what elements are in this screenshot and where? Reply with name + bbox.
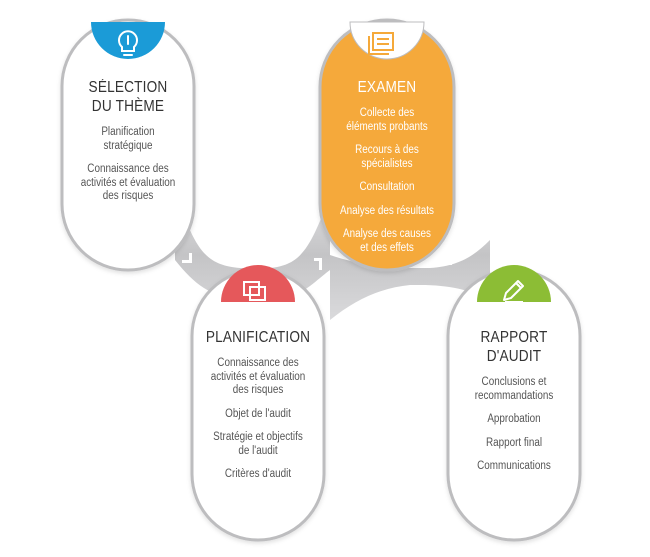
selection-card-bg — [60, 18, 196, 272]
examen-card-bg — [318, 18, 456, 272]
selection-title: SÉLECTION DU THÈME — [88, 79, 168, 115]
list-item: Collecte des éléments probants — [346, 107, 428, 133]
document-icon — [368, 32, 394, 55]
list-item: Connaissance des activités et évaluation… — [80, 163, 176, 202]
list-item: Consultation — [359, 181, 415, 193]
list-item: Objet de l'audit — [225, 407, 291, 420]
arrow-down-right-icon-2 — [442, 255, 452, 265]
rapport-card: RAPPORT D'AUDIT Conclusions et recommand… — [448, 328, 580, 474]
planification-title: PLANIFICATION — [205, 329, 311, 346]
list-item: Recours à des spécialistes — [355, 144, 419, 170]
lightbulb-icon — [118, 30, 138, 56]
selection-items: Planification stratégique Connaissance d… — [62, 126, 194, 204]
list-item: Conclusions et recommandations — [474, 376, 554, 402]
list-item: Analyse des résultats — [339, 204, 435, 217]
examen-items: Collecte des éléments probants Recours à… — [321, 107, 453, 255]
list-item: Planification stratégique — [101, 126, 155, 152]
copy-icon — [243, 281, 266, 301]
arrow-down-right-icon — [182, 253, 192, 263]
examen-title: EXAMEN — [357, 79, 417, 96]
list-item: Approbation — [487, 413, 541, 425]
examen-card: EXAMEN Collecte des éléments probants Re… — [321, 78, 453, 255]
list-item: Analyse des causes et des effets — [343, 228, 431, 254]
list-item: Communications — [477, 460, 551, 472]
planification-items: Connaissance des activités et évaluation… — [192, 357, 324, 482]
selection-card: SÉLECTION DU THÈME Planification stratég… — [62, 78, 194, 204]
rapport-title: RAPPORT D'AUDIT — [480, 329, 548, 365]
arrow-up-right-icon — [314, 258, 322, 270]
rapport-icon-cap — [477, 265, 551, 302]
pencil-icon — [503, 280, 524, 303]
planification-card: PLANIFICATION Connaissance des activités… — [192, 328, 324, 482]
rapport-items: Conclusions et recommandations Approbati… — [448, 376, 580, 474]
list-item: Connaissance des activités et évaluation… — [210, 357, 306, 396]
list-item: Rapport final — [485, 436, 543, 449]
list-item: Stratégie et objectifs de l'audit — [213, 431, 303, 457]
list-item: Critères d'audit — [224, 468, 292, 480]
